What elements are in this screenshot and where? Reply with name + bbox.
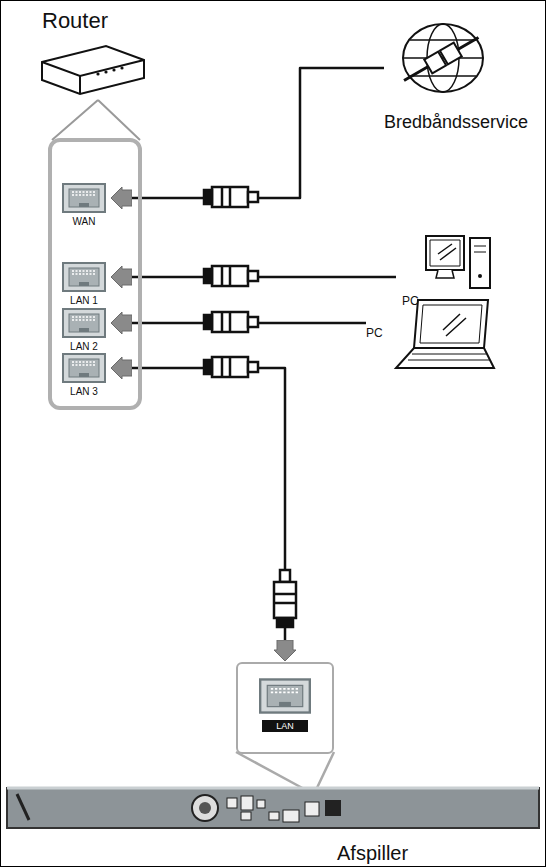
port-icon — [62, 183, 106, 213]
network-port: LAN 3 — [58, 353, 110, 401]
label-holder: LAN — [238, 714, 332, 733]
player-back-panel — [5, 780, 541, 838]
icon-holder — [36, 40, 158, 100]
device-label: Bredbåndsservice — [384, 112, 542, 133]
network-port: LAN — [236, 662, 334, 754]
broadband-service: Bredbåndsservice — [384, 12, 542, 137]
globe-icon — [388, 12, 488, 108]
port-icon — [259, 678, 311, 714]
callout-line — [236, 752, 334, 790]
network-port: LAN 2 — [58, 308, 110, 356]
icon-holder — [396, 232, 508, 294]
icon-holder — [58, 308, 110, 338]
icon-holder — [238, 678, 332, 714]
network-cable — [112, 368, 285, 660]
port-label: LAN — [262, 720, 308, 732]
laptop-icon — [388, 296, 498, 380]
pc: PC — [396, 232, 508, 310]
pc: PC — [366, 296, 498, 382]
callout-line — [52, 100, 140, 140]
router: Router — [36, 8, 158, 104]
port-label: LAN 1 — [58, 295, 110, 306]
rj45-plugs — [204, 187, 296, 627]
icon-holder — [58, 353, 110, 383]
port-icon — [62, 308, 106, 338]
device-label: PC — [366, 326, 498, 340]
port-panel — [50, 140, 140, 408]
router-icon — [36, 40, 148, 100]
port-label: LAN 3 — [58, 386, 110, 397]
network-port: LAN 1 — [58, 262, 110, 310]
port-icon — [62, 262, 106, 292]
port-label: LAN 2 — [58, 341, 110, 352]
icon-holder — [5, 780, 543, 838]
player: Afspiller — [5, 780, 543, 866]
port-icon — [62, 353, 106, 383]
device-label: Router — [36, 8, 158, 34]
network-port: WAN — [58, 183, 110, 231]
icon-holder — [58, 262, 110, 292]
icon-holder — [58, 183, 110, 213]
device-label: Afspiller — [5, 842, 543, 865]
port-label: WAN — [58, 216, 110, 227]
desktop-pc-icon — [396, 232, 506, 294]
icon-holder — [384, 12, 542, 108]
network-cable — [112, 68, 384, 198]
